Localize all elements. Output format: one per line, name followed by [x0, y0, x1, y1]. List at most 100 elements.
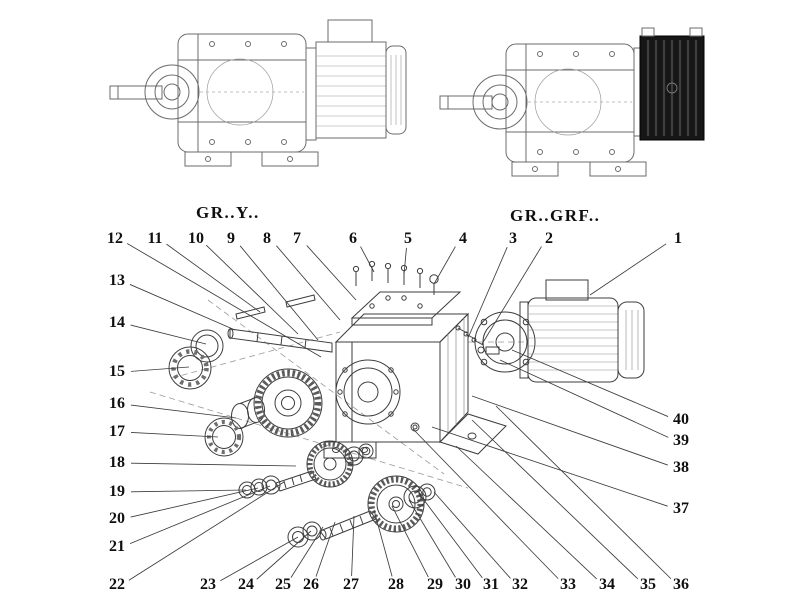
leader-line-4	[433, 246, 456, 285]
leader-line-10	[205, 244, 299, 335]
part-number-4: 4	[459, 230, 467, 247]
part-number-17: 17	[109, 423, 125, 440]
leader-line-14	[130, 324, 207, 345]
leader-lines	[126, 243, 672, 582]
part-number-34: 34	[599, 576, 615, 593]
gear	[306, 440, 354, 488]
leader-line-27	[351, 515, 355, 577]
leader-line-9	[239, 245, 319, 341]
leader-line-36	[495, 405, 672, 580]
front-foot	[323, 441, 377, 459]
leader-line-40	[511, 349, 669, 417]
exploded-view-drawing	[149, 260, 645, 548]
part-number-32: 32	[512, 576, 528, 593]
leader-line-23	[220, 536, 299, 582]
part-number-15: 15	[109, 363, 125, 380]
leader-line-24	[256, 530, 312, 580]
oil-plug	[410, 422, 420, 432]
leader-line-19	[130, 489, 247, 493]
retaining-ring	[344, 446, 364, 466]
leader-line-35	[471, 419, 639, 580]
leader-line-28	[373, 509, 393, 577]
gear-housing	[177, 33, 307, 153]
part-number-21: 21	[109, 538, 125, 555]
part-number-30: 30	[455, 576, 471, 593]
input-shaft	[229, 328, 333, 353]
part-number-37: 37	[673, 500, 689, 517]
motor-assembly	[455, 279, 645, 383]
gearmotor-gr-y-drawing	[109, 19, 407, 167]
part-number-3: 3	[509, 230, 517, 247]
part-number-2: 2	[545, 230, 553, 247]
bushing	[231, 397, 265, 429]
motor	[305, 19, 407, 141]
leader-line-34	[455, 445, 597, 580]
leader-line-20	[130, 487, 259, 518]
housing-cover	[350, 291, 462, 326]
leader-line-16	[130, 404, 237, 419]
part-number-29: 29	[427, 576, 443, 593]
part-number-7: 7	[293, 230, 301, 247]
part-number-38: 38	[673, 459, 689, 476]
parallel-key	[285, 294, 316, 308]
part-number-8: 8	[263, 230, 271, 247]
terminal-box	[545, 279, 589, 301]
bearing-ring	[418, 483, 436, 501]
leader-line-5	[403, 247, 407, 276]
motor-body	[527, 297, 619, 383]
leader-line-26	[315, 521, 336, 577]
output-shaft	[439, 74, 528, 130]
part-number-9: 9	[227, 230, 235, 247]
leader-line-7	[306, 245, 357, 301]
intermediate-shaft-parts	[238, 440, 374, 499]
output-shaft	[109, 64, 200, 120]
part-number-26: 26	[303, 576, 319, 593]
part-number-10: 10	[188, 230, 204, 247]
input-shaft-parts	[168, 294, 333, 457]
part-number-14: 14	[109, 314, 125, 331]
parallel-key	[235, 306, 266, 320]
leader-line-32	[433, 491, 511, 579]
leader-line-30	[408, 499, 456, 578]
retaining-ring	[358, 443, 374, 459]
part-number-40: 40	[673, 411, 689, 428]
output-shaft-parts	[287, 475, 436, 548]
mounting-feet	[511, 161, 647, 177]
large-gear	[253, 368, 323, 438]
fan-cover	[385, 45, 407, 135]
part-number-35: 35	[640, 576, 656, 593]
part-number-18: 18	[109, 454, 125, 471]
part-number-13: 13	[109, 272, 125, 289]
terminal-box	[327, 19, 373, 43]
mounting-feet	[184, 151, 319, 167]
leader-line-18	[130, 462, 297, 467]
leader-line-17	[130, 432, 219, 438]
leader-line-12	[126, 243, 322, 358]
leader-line-3	[467, 247, 508, 339]
part-number-28: 28	[388, 576, 404, 593]
leader-line-37	[431, 426, 668, 507]
part-number-33: 33	[560, 576, 576, 593]
motor-flange	[474, 311, 536, 373]
leader-line-38	[471, 395, 668, 466]
part-number-11: 11	[147, 230, 163, 247]
leader-line-1	[589, 243, 667, 296]
leader-line-21	[129, 485, 271, 545]
leader-line-8	[276, 245, 341, 321]
leader-line-33	[412, 428, 559, 579]
leader-line-6	[360, 246, 375, 273]
part-number-22: 22	[109, 576, 125, 593]
part-number-5: 5	[404, 230, 412, 247]
part-number-25: 25	[275, 576, 291, 593]
leader-line-25	[290, 526, 324, 578]
part-number-31: 31	[483, 576, 499, 593]
part-number-1: 1	[674, 230, 682, 247]
part-number-12: 12	[107, 230, 123, 247]
part-number-23: 23	[200, 576, 216, 593]
part-number-16: 16	[109, 395, 125, 412]
leader-line-11	[166, 243, 261, 313]
leader-line-2	[481, 246, 542, 345]
variant-label-gr-grf: GR..GRF..	[510, 206, 601, 225]
gear-housing	[505, 43, 635, 163]
